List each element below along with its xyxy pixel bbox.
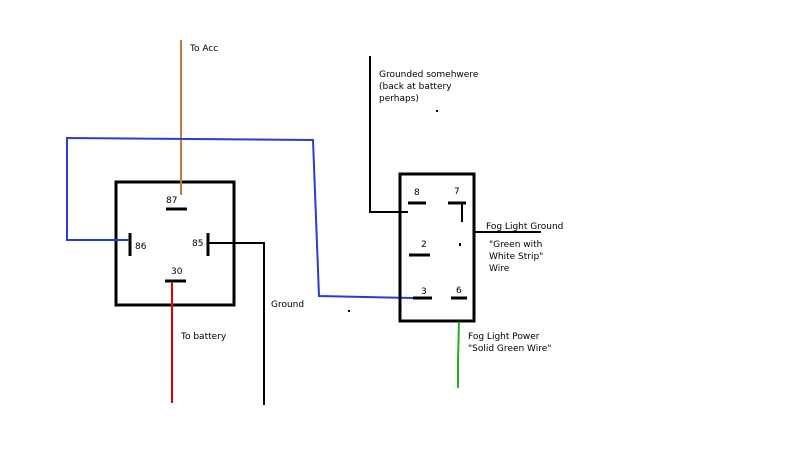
switch-pin-8-label: 8: [414, 188, 420, 198]
relay-pin-87-label: 87: [166, 196, 177, 206]
relay-pin-30-label: 30: [171, 267, 183, 277]
relay-pin-86-label: 86: [135, 242, 147, 252]
grounded-label-line1: Grounded somehwere: [379, 70, 479, 80]
relay-pin-85-label: 85: [192, 239, 203, 249]
fog-power-label: Fog Light Power: [468, 332, 540, 342]
to-battery-label: To battery: [180, 332, 227, 342]
switch-pin-7-label: 7: [454, 187, 460, 197]
stray-dot-1: [436, 110, 438, 112]
ground-label: Ground: [271, 300, 304, 310]
grounded-label-line2: (back at battery: [379, 82, 452, 92]
green-white-label-line3: Wire: [489, 264, 510, 274]
blue-control-wire: [66, 136, 414, 299]
switch-dot: [459, 243, 461, 246]
solid-green-label: "Solid Green Wire": [468, 344, 551, 354]
green-white-label-line1: "Green with: [489, 240, 542, 250]
switch-pin-6-label: 6: [456, 286, 462, 296]
green-white-label-line2: White Strip": [489, 252, 543, 262]
grounded-label-line3: perhaps): [379, 94, 419, 104]
stray-dot-2: [348, 310, 350, 312]
fog-power-wire: [457, 321, 460, 388]
to-acc-label: To Acc: [189, 44, 218, 54]
switch-pin-3-label: 3: [421, 287, 427, 297]
switch-box: [398, 172, 476, 323]
relay-ground-wire: [209, 242, 265, 405]
switch-ground-wire: [369, 56, 408, 213]
fog-ground-label: Fog Light Ground: [486, 222, 563, 232]
switch-pin-2-label: 2: [421, 240, 427, 250]
